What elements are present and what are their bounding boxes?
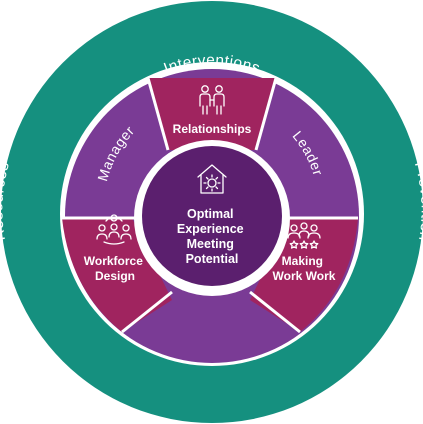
separator	[146, 77, 170, 151]
separator	[254, 77, 278, 151]
making-work-work-label: Making Work Work	[273, 254, 336, 283]
relationships-segment	[148, 78, 276, 150]
team-network-icon	[96, 214, 132, 245]
center-label: Optimal Experience Meeting Potential	[177, 207, 247, 266]
center-circle	[142, 146, 282, 286]
relationships-label: Relationships	[173, 122, 252, 136]
people-pair-icon	[199, 85, 225, 115]
separator	[121, 290, 173, 334]
workforce-design-label: Workforce Design	[84, 254, 146, 283]
separator	[249, 290, 301, 334]
group-stars-icon	[287, 222, 321, 249]
house-sun-icon	[197, 164, 227, 194]
